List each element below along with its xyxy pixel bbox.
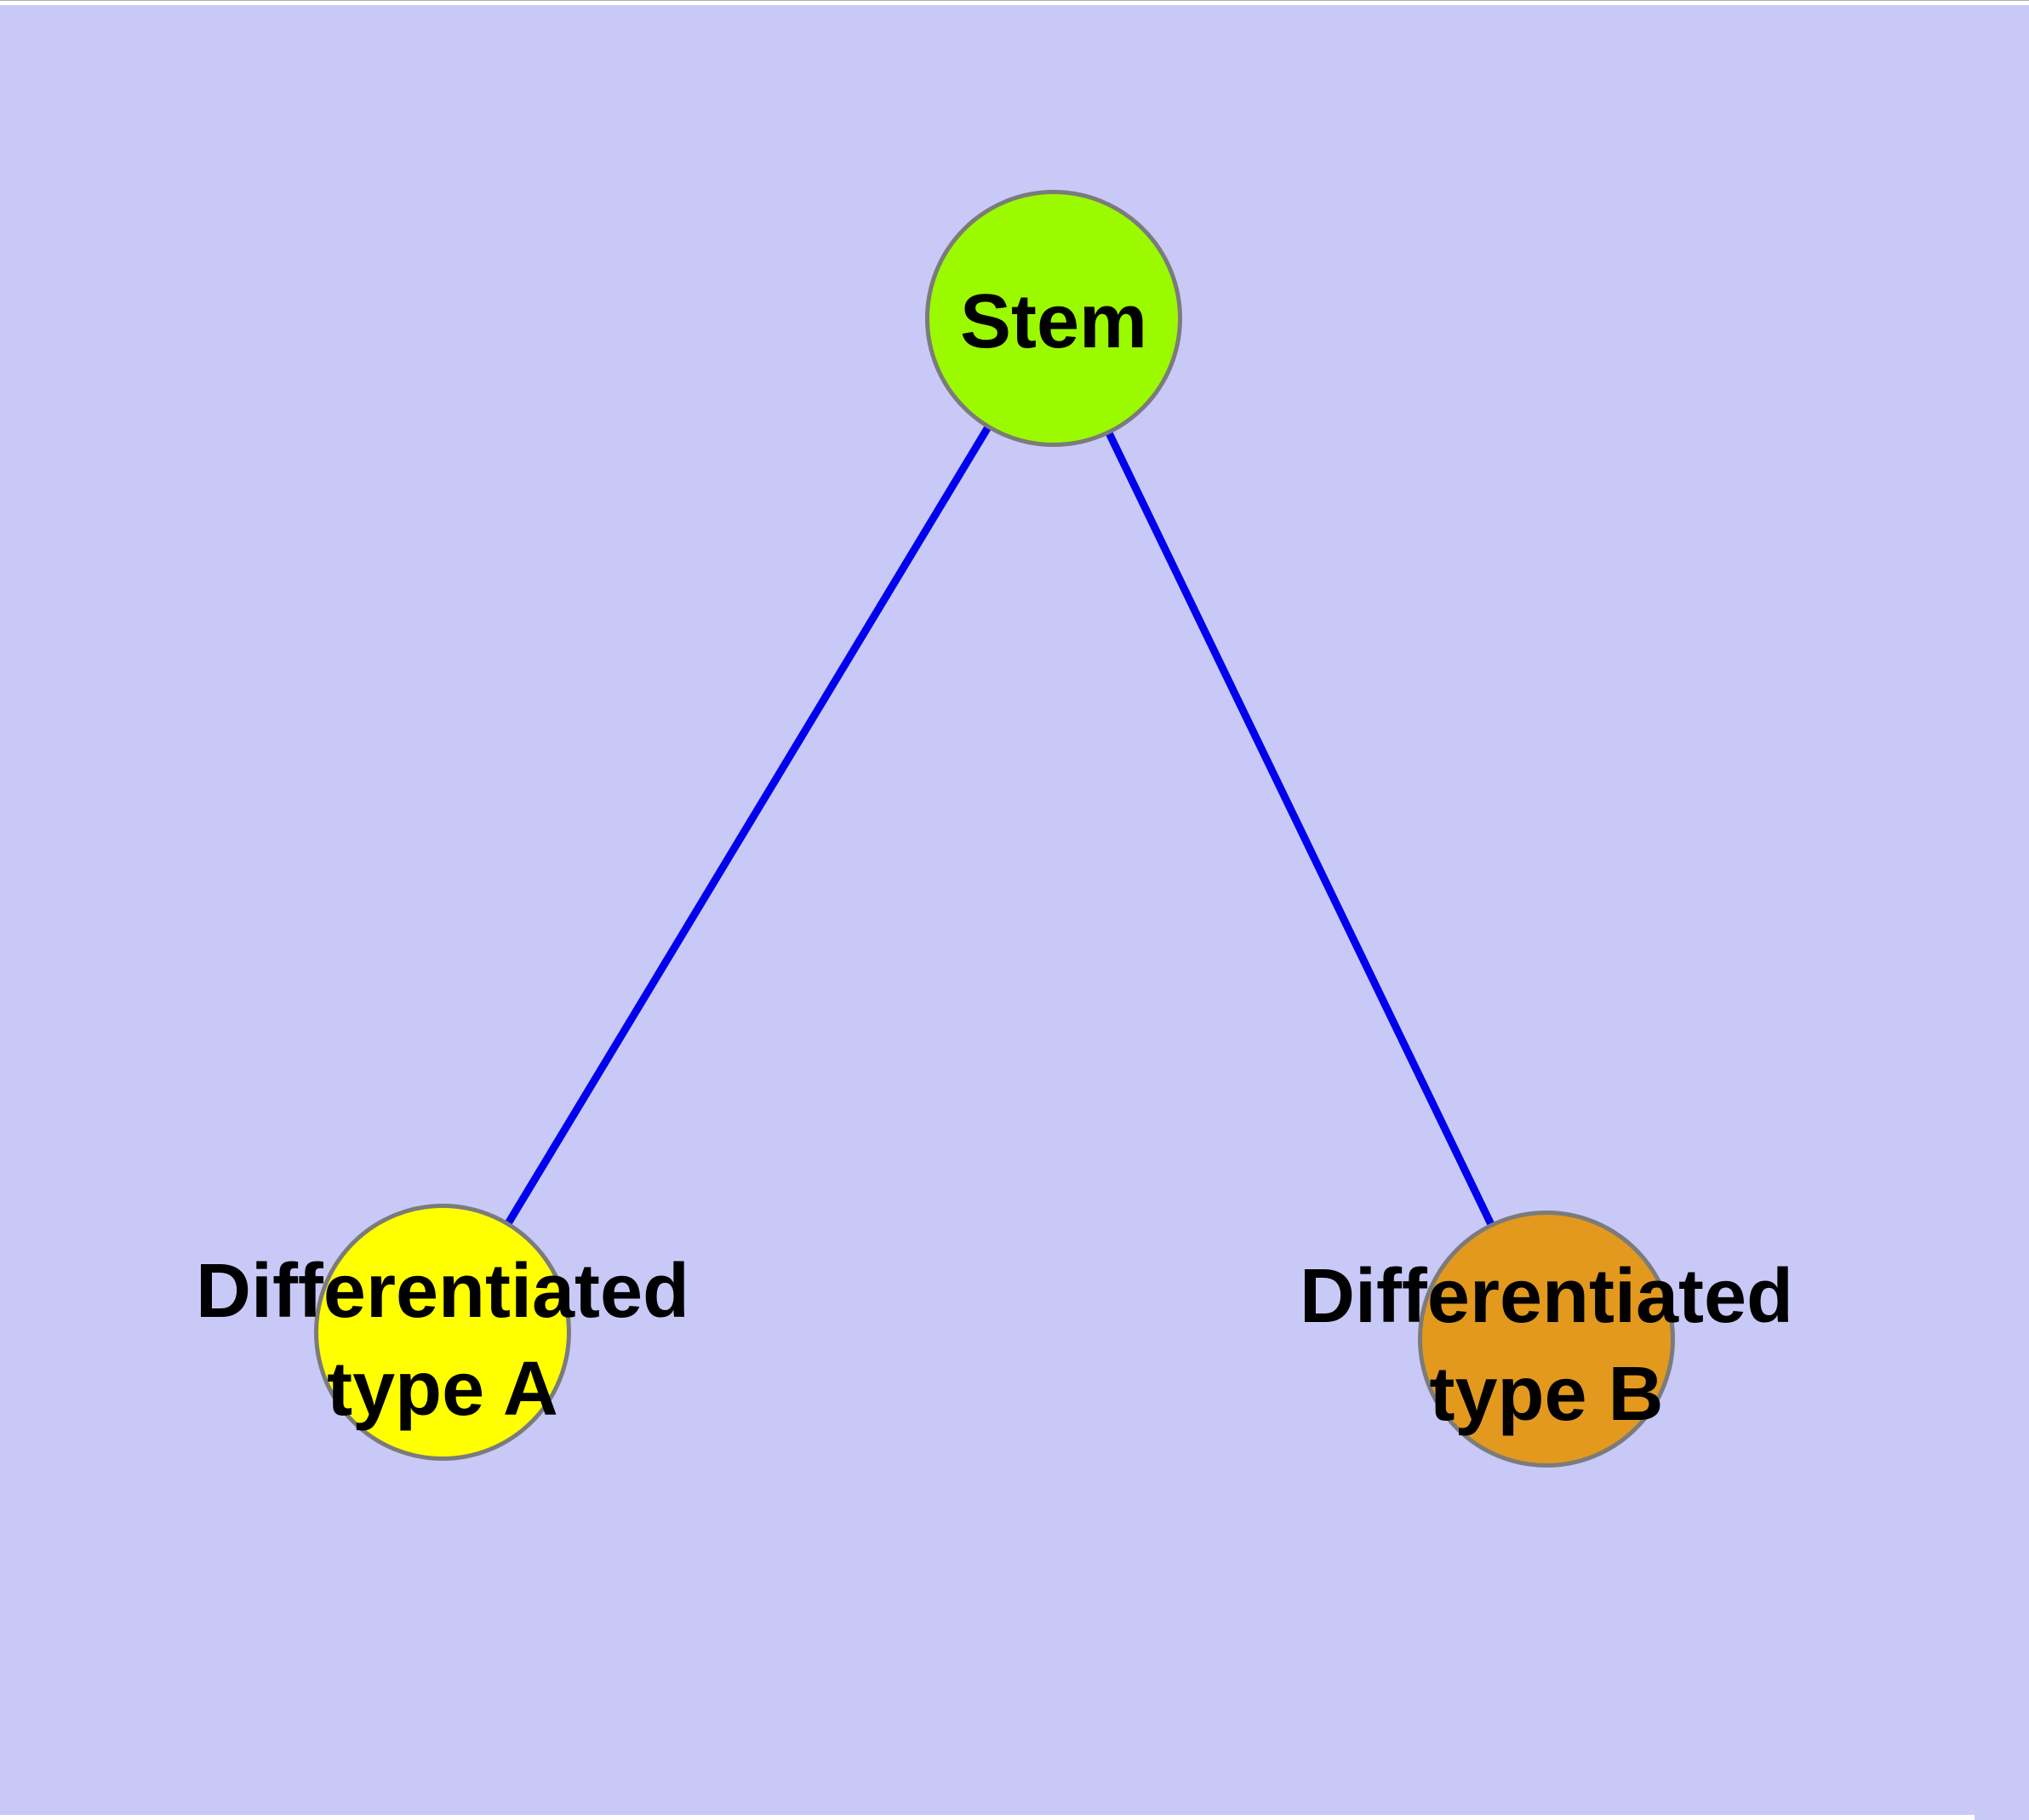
node-differentiated-type-b bbox=[1418, 1210, 1675, 1468]
node-type-a-label-line2: type A bbox=[327, 1347, 558, 1432]
node-stem-label: Stem bbox=[960, 279, 1147, 364]
edge-stem-to-type-a bbox=[439, 316, 1057, 1335]
edge-stem-to-type-b bbox=[1049, 317, 1551, 1341]
node-differentiated-type-a bbox=[314, 1204, 571, 1461]
node-type-b-label-line2: type B bbox=[1429, 1352, 1663, 1437]
node-type-b-label-line1: Differentiated bbox=[1300, 1254, 1793, 1339]
node-type-a-label-line1: Differentiated bbox=[196, 1249, 689, 1334]
window-edge-bottom bbox=[0, 1815, 1975, 1820]
node-stem bbox=[925, 190, 1182, 447]
window-edge-top bbox=[0, 0, 2029, 5]
